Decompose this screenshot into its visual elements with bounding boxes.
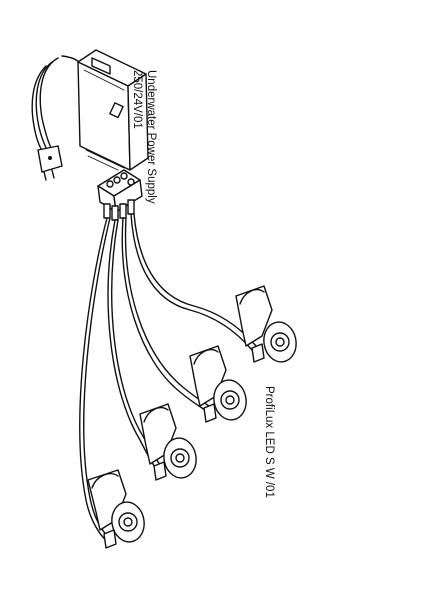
led-light-3 [189,345,247,423]
connector-block [97,169,143,221]
mains-plug-icon [37,145,63,181]
mains-cord [31,55,83,155]
power-supply-unit [77,49,149,171]
led-name-label: ProfiLux LED S W /01 [263,386,275,498]
led-light-4 [235,285,297,363]
power-supply-name-label: Underwater Power Supply [145,70,157,204]
power-supply-code-label: 250/24V/01 [131,70,143,129]
led-light-1 [87,469,145,549]
led-light-2 [139,403,197,481]
